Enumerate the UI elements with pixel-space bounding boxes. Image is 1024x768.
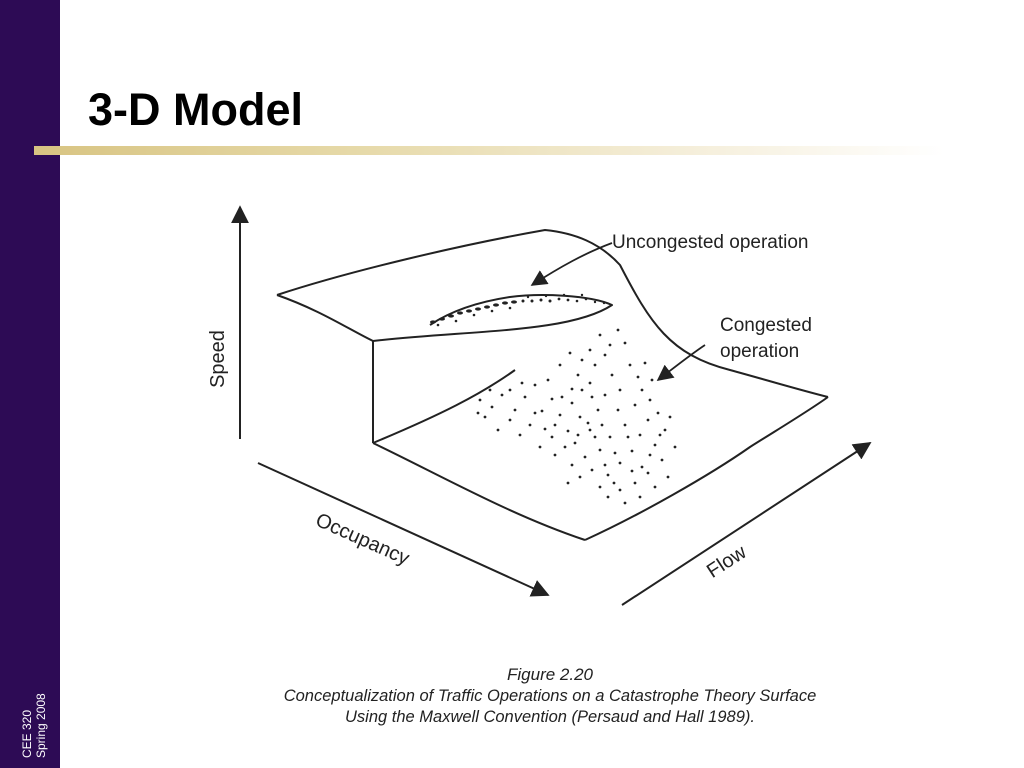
occupancy-axis [257, 462, 550, 597]
congested-data-points [476, 328, 677, 505]
figure-number: Figure 2.20 [507, 665, 593, 684]
uncongested-pointer-arrow [530, 242, 613, 286]
caption-line-1: Conceptualization of Traffic Operations … [283, 687, 817, 705]
sidebar-course-label: CEE 320 Spring 2008 [20, 693, 48, 758]
sidebar-course: CEE 320 [20, 709, 34, 758]
congested-label-line2: operation [720, 341, 799, 362]
catastrophe-surface [276, 229, 829, 541]
speed-axis-label: Speed [207, 330, 229, 388]
catastrophe-surface-diagram: Speed Occupancy Flow Uncongested operati… [207, 205, 872, 606]
caption-line-2: Using the Maxwell Convention (Persaud an… [345, 708, 755, 726]
figure-3d-model: Speed Occupancy Flow Uncongested operati… [180, 185, 900, 630]
title-underline [34, 146, 944, 155]
figure-caption: Figure 2.20 Conceptualization of Traffic… [200, 664, 900, 728]
slide-title: 3-D Model [88, 84, 304, 135]
congested-pointer-arrow [656, 344, 706, 381]
uncongested-label: Uncongested operation [612, 232, 808, 253]
occupancy-axis-label: Occupancy [312, 509, 412, 570]
uncongested-data-points [430, 293, 606, 327]
sidebar-term: Spring 2008 [34, 693, 48, 758]
sidebar: CEE 320 Spring 2008 [0, 0, 60, 768]
flow-axis [621, 442, 872, 606]
congested-label-line1: Congested [720, 315, 812, 336]
